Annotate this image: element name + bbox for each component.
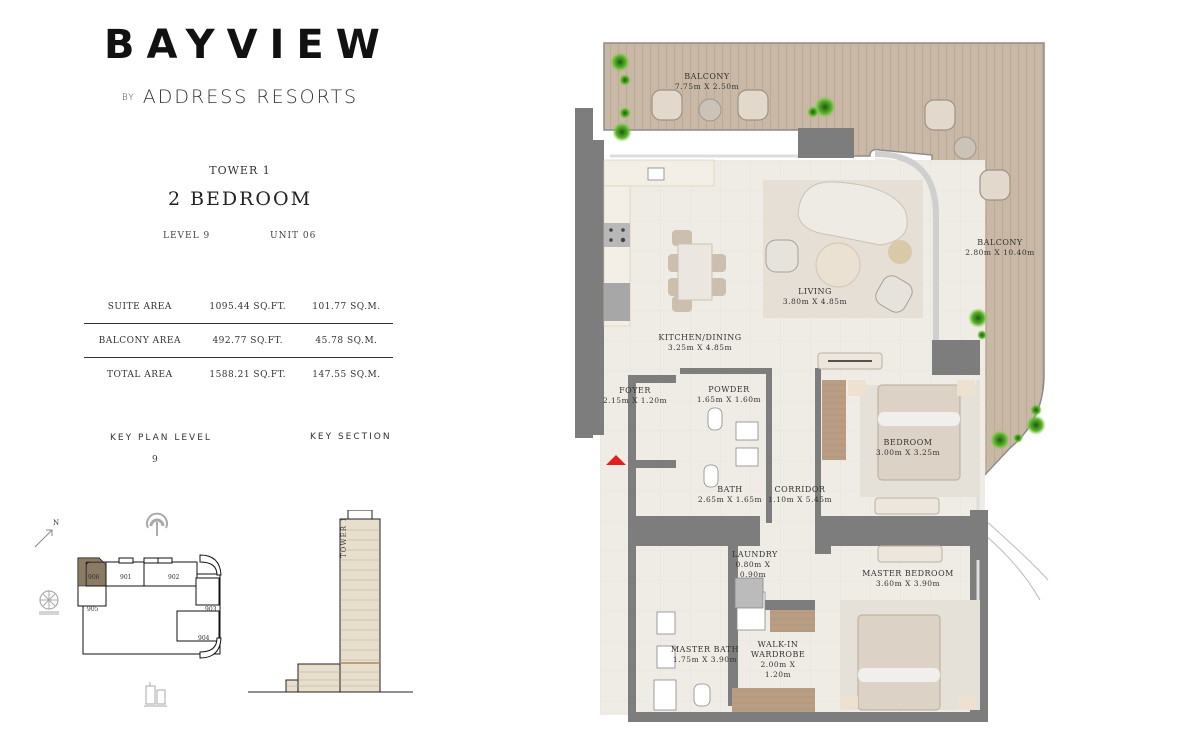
area-table: SUITE AREA 1095.44 SQ.FT. 101.77 SQ.M. B… <box>84 290 393 391</box>
svg-text:N: N <box>53 519 59 527</box>
area-sqft: 1588.21 SQ.FT. <box>209 369 287 380</box>
north-arrow-icon: N <box>34 519 59 548</box>
brand-logo: BAYVIEW <box>104 22 392 68</box>
tower-label: TOWER 1 <box>209 164 271 177</box>
sink-icon <box>647 167 665 181</box>
area-sqft: 492.77 SQ.FT. <box>195 323 300 358</box>
area-row: TOTAL AREA 1588.21 SQ.FT. 147.55 SQ.M. <box>84 358 393 392</box>
unit-903 <box>195 577 220 606</box>
area-row: BALCONY AREA 492.77 SQ.FT. 45.78 SQ.M. <box>84 323 393 358</box>
sofa <box>797 181 908 246</box>
cooktop-icon <box>604 223 630 247</box>
area-sqft: 1095.44 SQ.FT. <box>195 290 300 324</box>
bedroom-bed <box>877 384 961 481</box>
svg-text:901: 901 <box>120 574 131 581</box>
key-section-title: KEY SECTION <box>310 432 392 442</box>
balcony-chair <box>651 89 683 121</box>
key-section-diagram: TOWER 1 <box>248 510 413 693</box>
area-sqm: 147.55 SQ.M. <box>312 369 381 380</box>
fridge-icon <box>604 283 630 321</box>
plant-icon <box>610 52 1046 450</box>
area-row: SUITE AREA 1095.44 SQ.FT. 101.77 SQ.M. <box>84 290 393 324</box>
area-sqm: 101.77 SQ.M. <box>299 290 393 324</box>
master-bed <box>857 614 941 711</box>
bath-fixtures <box>653 407 766 711</box>
unit-902 <box>143 561 198 587</box>
wardrobe <box>822 380 846 460</box>
armchair <box>765 239 799 273</box>
svg-text:TOWER 1: TOWER 1 <box>340 516 348 558</box>
key-plan-diagram: N 906 901 902 903 904 9 <box>34 512 222 707</box>
svg-text:906: 906 <box>88 574 100 581</box>
coffee-table <box>815 242 861 288</box>
entry-marker-icon <box>606 455 626 465</box>
svg-text:905: 905 <box>87 606 99 613</box>
level-label: LEVEL 9 <box>163 231 211 241</box>
area-label: TOTAL AREA <box>107 369 173 380</box>
key-plan-title: KEY PLAN LEVEL <box>110 433 212 443</box>
ferris-wheel-icon <box>39 590 59 615</box>
developer-name: ADDRESS RESORTS <box>142 86 359 108</box>
dining-table <box>668 230 726 312</box>
balcony-side-table <box>698 98 722 122</box>
floor-plan <box>575 42 1049 722</box>
area-label: BALCONY AREA <box>84 323 196 358</box>
area-sqm: 45.78 SQ.M. <box>299 323 393 358</box>
column <box>798 128 854 158</box>
unit-type-title: 2 BEDROOM <box>167 188 313 210</box>
unit-number: UNIT 06 <box>270 231 317 241</box>
key-plan-level: 9 <box>152 455 158 465</box>
unit-904 <box>176 610 220 642</box>
brand-by: BY <box>121 92 135 103</box>
area-label: SUITE AREA <box>84 290 196 324</box>
city-skyline-icon <box>144 682 167 707</box>
brand-subtitle: BY ADDRESS RESORTS <box>100 86 380 108</box>
svg-text:903: 903 <box>205 606 217 613</box>
svg-text:904: 904 <box>198 635 210 642</box>
svg-text:902: 902 <box>168 574 180 581</box>
palm-island-icon <box>146 512 168 536</box>
